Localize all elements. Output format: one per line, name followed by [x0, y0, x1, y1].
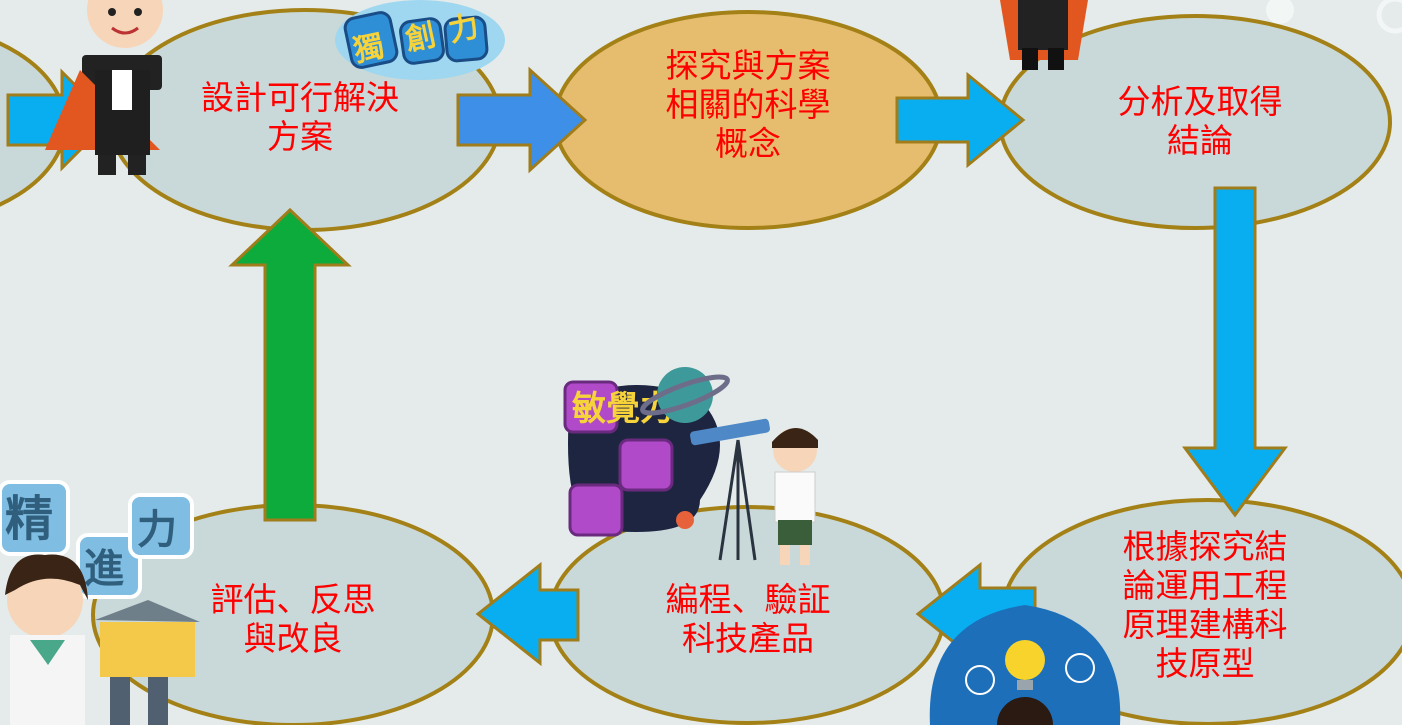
superhero-character [1000, 0, 1088, 70]
arrow-evaluate-to-design [228, 207, 352, 522]
node-program-label: 編程、驗証 科技產品 [665, 580, 831, 658]
background-dot [1266, 0, 1294, 24]
elaboration-badge: 精 進 力 [0, 480, 194, 599]
node-build-label: 根據探究結 論運用工程 原理建構科 技原型 [1122, 527, 1288, 683]
elaboration-label-1: 精 [5, 491, 53, 547]
lightbulb-boy-character [929, 605, 1121, 725]
girl-character [5, 554, 200, 725]
node-evaluate-label: 評估、反思 與改良 [210, 580, 376, 658]
arrow-program-to-evaluate [475, 561, 580, 667]
creativity-label-char: 獨 [351, 29, 388, 69]
creativity-label-char: 創 [402, 18, 439, 58]
magician-character [45, 0, 163, 175]
background-ring [1376, 0, 1402, 34]
telescope-boy-character [690, 418, 818, 565]
arrow-inquiry-to-analyze [895, 71, 1026, 169]
elaboration-label-3: 力 [137, 507, 177, 553]
creativity-badge: 獨創力 [335, 0, 505, 80]
arrow-design-to-inquiry [456, 66, 588, 174]
node-inquiry-label: 探究與方案 相關的科學 概念 [665, 46, 831, 163]
creativity-label: 獨創力 [351, 9, 483, 70]
node-analyze-label: 分析及取得 結論 [1117, 82, 1283, 160]
planet-icon [640, 367, 730, 423]
creativity-label-char: 力 [445, 9, 482, 49]
elaboration-label-2: 進 [84, 546, 124, 592]
node-design-label: 設計可行解決 方案 [201, 78, 399, 156]
arrow-analyze-to-build [1182, 186, 1288, 518]
